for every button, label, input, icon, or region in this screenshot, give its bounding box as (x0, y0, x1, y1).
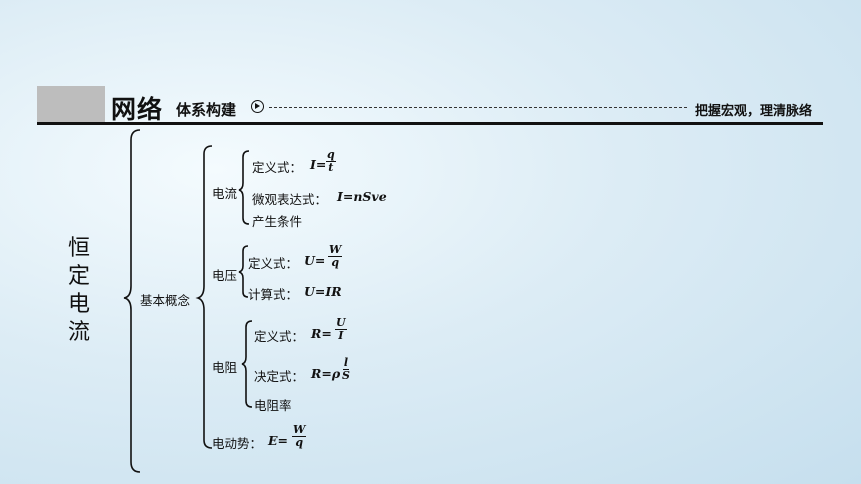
root-brace (123, 129, 141, 473)
emf-lhs: E= (268, 433, 289, 448)
resistance-definition-fraction: U I (335, 317, 347, 342)
header-title: 网络 (111, 95, 164, 124)
resistance-resistivity: 电阻率 (254, 398, 292, 413)
header-gray-block (37, 86, 105, 122)
voltage-calc-formula: U=IR (304, 284, 342, 299)
header-right-text: 把握宏观，理清脉络 (695, 104, 813, 119)
section-header: 网络 体系构建 把握宏观，理清脉络 (37, 86, 823, 126)
resistance-brace (241, 320, 253, 408)
fraction-denominator: q (295, 436, 304, 449)
current-definition-lhs: I= (310, 157, 327, 172)
fraction-numerator: q (326, 148, 336, 162)
voltage-brace (238, 245, 249, 298)
current-brace (238, 150, 250, 225)
current-definition-label: 定义式： (252, 160, 303, 175)
current-condition: 产生条件 (252, 214, 303, 229)
root-title: 恒定电流 (67, 236, 90, 345)
emf-label: 电动势： (212, 436, 263, 451)
header-dashed-line (269, 107, 687, 108)
voltage-definition-label: 定义式： (248, 256, 299, 271)
header-subtitle: 体系构建 (176, 101, 237, 119)
fraction-denominator: q (331, 256, 340, 269)
current-definition-fraction: q t (326, 149, 336, 174)
resistance-definition-lhs: R= (311, 326, 332, 341)
voltage-definition-fraction: W q (328, 243, 343, 269)
current-label: 电流 (212, 186, 238, 201)
fraction-denominator: I (338, 329, 344, 342)
voltage-calc-label: 计算式： (248, 287, 299, 302)
fraction-numerator: l (342, 356, 350, 370)
voltage-label: 电压 (212, 268, 238, 283)
level1-label: 基本概念 (140, 293, 191, 308)
emf-fraction: W q (292, 423, 307, 449)
voltage-definition-lhs: U= (304, 253, 326, 268)
level1-brace (195, 145, 213, 449)
resistance-label: 电阻 (212, 360, 238, 375)
fraction-numerator: W (292, 423, 307, 437)
resistance-definition-label: 定义式： (254, 329, 305, 344)
fraction-denominator: S (342, 369, 350, 382)
current-micro-label: 微观表达式： (252, 192, 328, 207)
arrow-circle-icon (251, 100, 264, 113)
fraction-numerator: W (328, 243, 343, 257)
resistance-determine-label: 决定式： (254, 369, 305, 384)
current-micro-formula: I=nSve (337, 189, 387, 204)
resistance-determine-lhs: R=ρ (311, 366, 341, 381)
resistance-determine-fraction: l S (342, 357, 350, 382)
fraction-denominator: t (328, 161, 334, 174)
fraction-numerator: U (335, 316, 347, 330)
header-underline (37, 122, 823, 125)
